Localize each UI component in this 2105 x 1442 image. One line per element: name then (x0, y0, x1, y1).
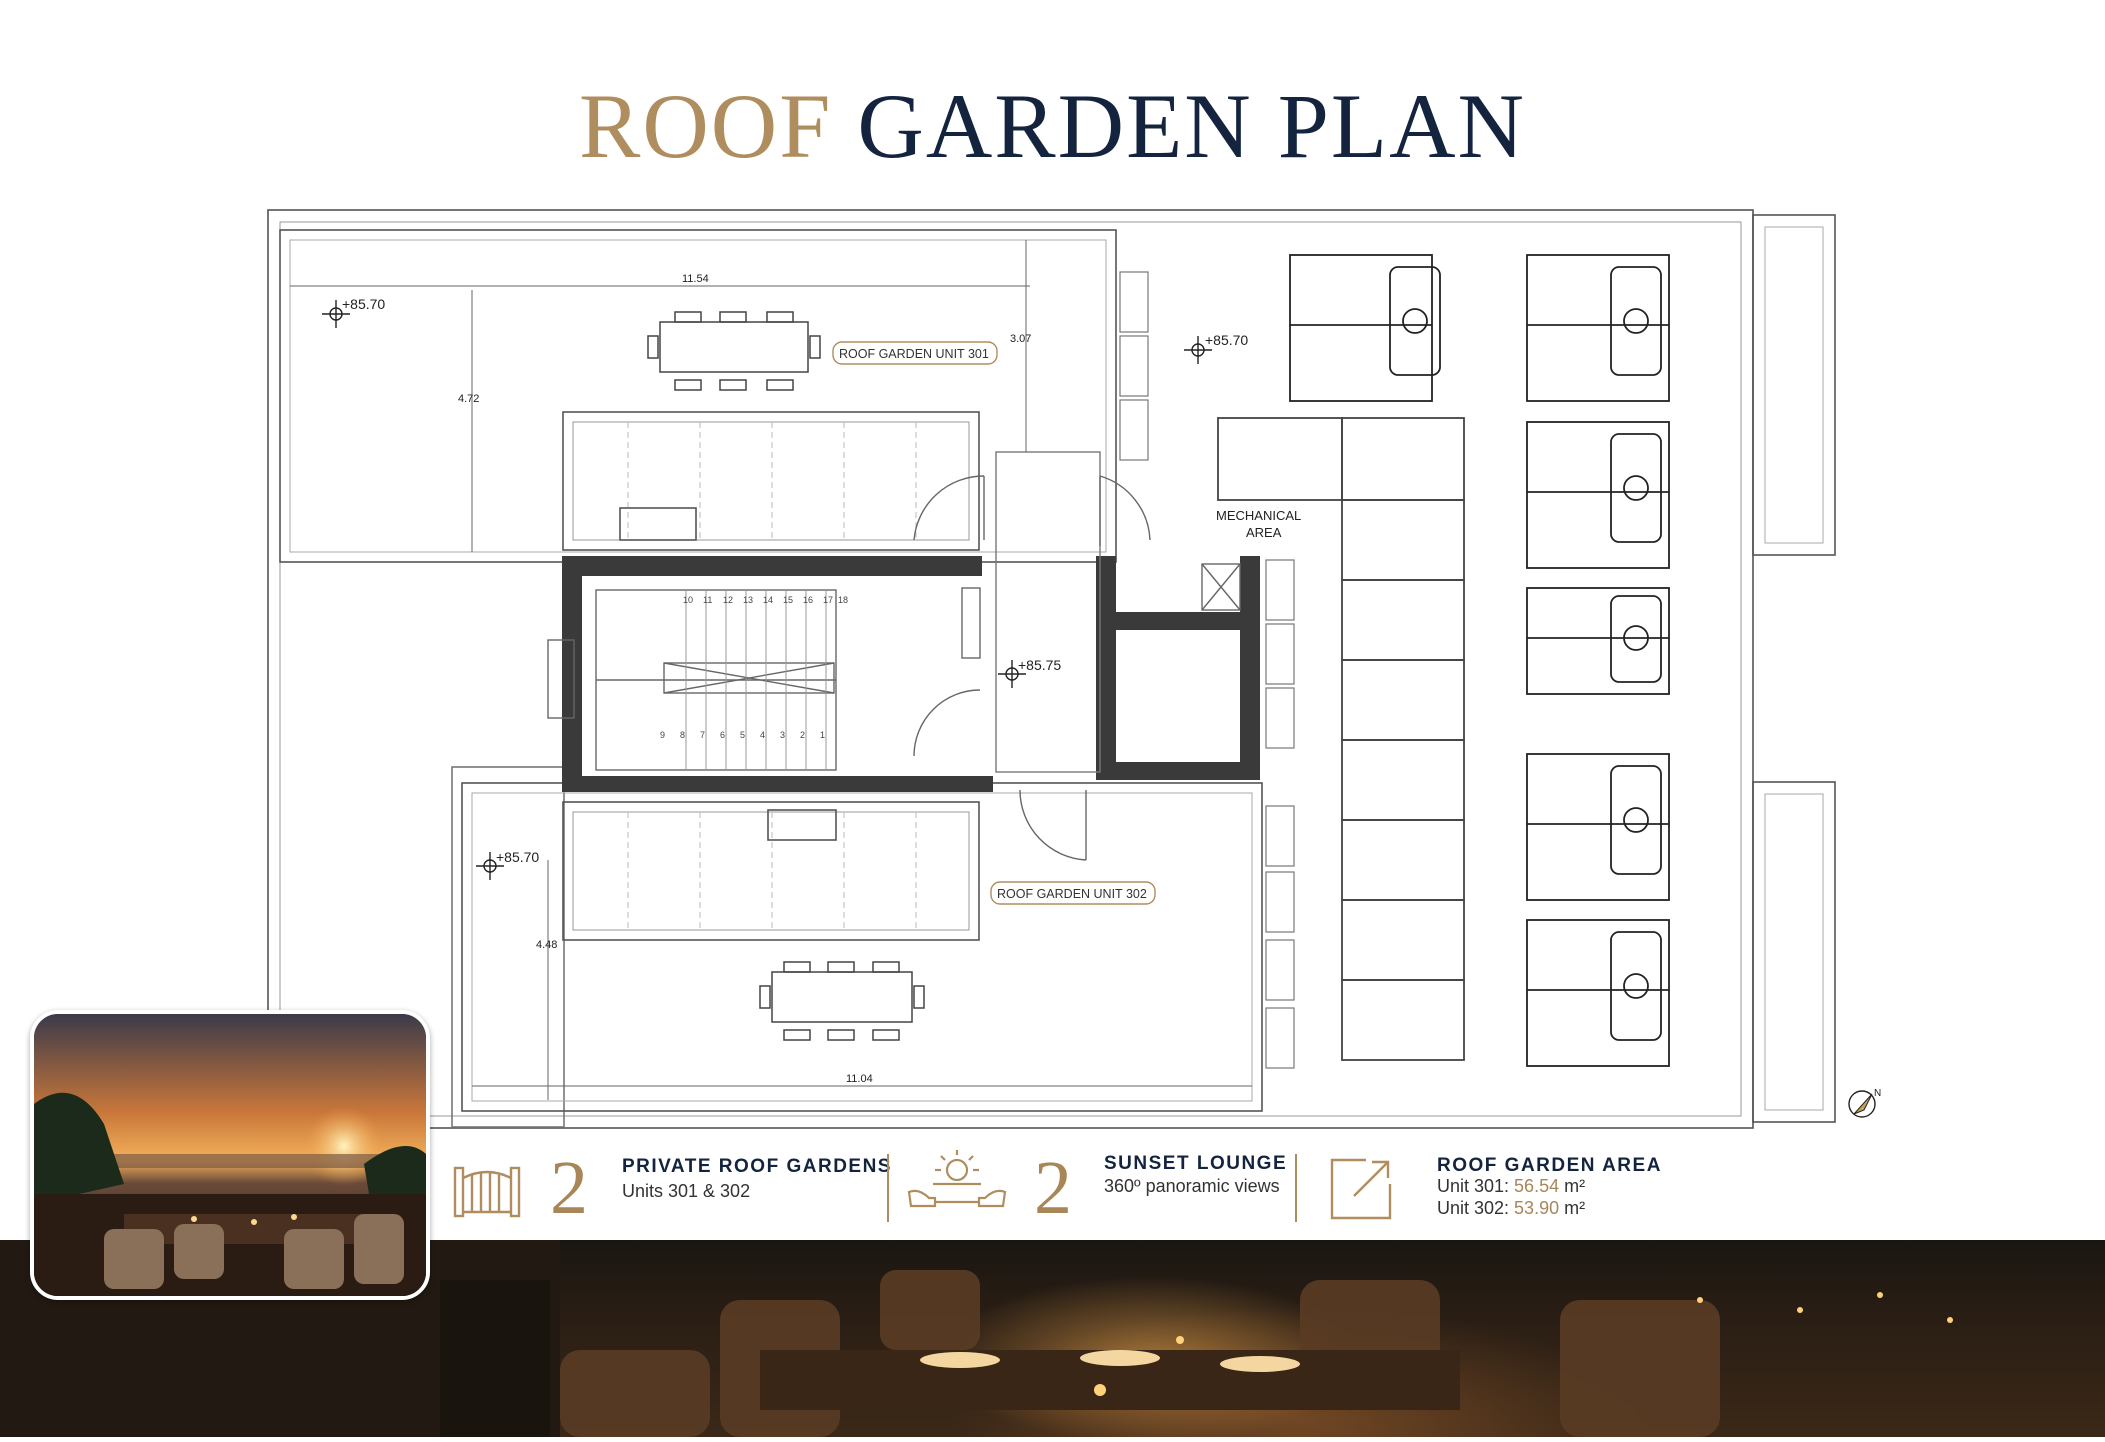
stat-divider (887, 1154, 889, 1222)
stat-divider (1295, 1154, 1297, 1222)
svg-text:16: 16 (803, 595, 813, 605)
dimension-label: 11.54 (682, 273, 709, 285)
area-value-302: 53.90 (1514, 1198, 1560, 1218)
stat-area-unit-302: Unit 302: 53.90 m² (1437, 1198, 1586, 1218)
floor-plan: +85.70 +85.70 +85.70 +85.75 11.54 4.72 3… (267, 209, 1881, 1129)
sunset-lounge-icon (905, 1148, 1009, 1221)
shaft (1201, 563, 1241, 611)
kitchen-sink-302 (767, 809, 837, 841)
dimension-label: 4.72 (458, 393, 479, 405)
plan-outer-wall (267, 209, 1754, 1129)
north-arrow-icon: N (1848, 1088, 1881, 1118)
svg-text:3: 3 (780, 730, 785, 740)
elevation-label: +85.70 (1205, 332, 1248, 348)
elevation-label: +85.70 (496, 849, 539, 865)
solar-units (1289, 254, 1670, 1067)
dining-table-301 (647, 311, 821, 391)
area-expand-icon (1330, 1158, 1392, 1225)
svg-text:2: 2 (800, 730, 805, 740)
svg-text:13: 13 (743, 595, 753, 605)
svg-text:17: 17 (823, 595, 833, 605)
svg-text:8: 8 (680, 730, 685, 740)
door-swing-301 (913, 475, 985, 541)
area-value-301: 56.54 (1514, 1176, 1560, 1196)
stair-numbers-top: 10 11 12 13 14 15 16 17 18 (683, 595, 848, 605)
planter-301 (562, 411, 980, 551)
door-swing-stair (913, 689, 981, 757)
svg-text:4: 4 (760, 730, 765, 740)
mechanical-label: AREA (1246, 525, 1282, 540)
stat-number-sunset-lounge: 2 (1034, 1146, 1072, 1230)
parapet-right-upper (1752, 214, 1836, 556)
door-swing-hall (1099, 475, 1151, 541)
svg-text:7: 7 (700, 730, 705, 740)
window (547, 639, 575, 719)
parapet-right-lower (1752, 781, 1836, 1123)
svg-text:N: N (1874, 1088, 1881, 1099)
unit-301-label-box (832, 341, 998, 365)
title-word-roof: ROOF (579, 75, 833, 177)
svg-text:10: 10 (683, 595, 693, 605)
mechanical-area (1217, 417, 1465, 1061)
unit-301-label: ROOF GARDEN UNIT 301 (839, 347, 989, 361)
page-title: ROOF GARDEN PLAN (0, 80, 2105, 172)
stair-numbers-bottom: 9 8 7 6 5 4 3 2 1 (660, 730, 825, 740)
kitchen-sink-301 (619, 507, 697, 541)
dimension-label: 11.04 (846, 1073, 873, 1085)
sunset-terrace-photo (30, 1010, 430, 1300)
dimension-label: 4.48 (536, 939, 557, 951)
svg-text:9: 9 (660, 730, 665, 740)
stat-subtitle-sunset-lounge: 360º panoramic views (1104, 1176, 1280, 1196)
svg-text:15: 15 (783, 595, 793, 605)
stat-area-unit-301: Unit 301: 56.54 m² (1437, 1176, 1586, 1196)
unit-302-label: ROOF GARDEN UNIT 302 (997, 887, 1147, 901)
elevation-label: +85.70 (342, 296, 385, 312)
door-swing-302 (1019, 789, 1087, 861)
svg-text:6: 6 (720, 730, 725, 740)
stair-core-walls (562, 556, 1260, 792)
svg-text:12: 12 (723, 595, 733, 605)
dining-table-302 (759, 961, 925, 1041)
svg-text:5: 5 (740, 730, 745, 740)
planter-302 (562, 801, 980, 941)
unit-302-garden (461, 782, 1263, 1112)
svg-text:11: 11 (703, 595, 712, 605)
dimension-label: 3.07 (1010, 333, 1031, 345)
stat-subtitle-roof-gardens: Units 301 & 302 (622, 1181, 751, 1201)
gate-icon (452, 1158, 522, 1223)
title-word-garden-plan: GARDEN PLAN (857, 75, 1526, 177)
stat-number-roof-gardens: 2 (550, 1146, 588, 1230)
stat-title-roof-garden-area: ROOF GARDEN AREA (1437, 1155, 1662, 1176)
stat-title-sunset-lounge: SUNSET LOUNGE (1104, 1153, 1288, 1174)
elevation-label: +85.75 (1018, 657, 1061, 673)
svg-text:1: 1 (820, 730, 825, 740)
mechanical-label: MECHANICAL (1216, 508, 1301, 523)
svg-text:18: 18 (838, 595, 848, 605)
stat-title-roof-gardens: PRIVATE ROOF GARDENS (622, 1156, 892, 1177)
unit-302-label-box (990, 881, 1156, 905)
svg-text:14: 14 (763, 595, 773, 605)
